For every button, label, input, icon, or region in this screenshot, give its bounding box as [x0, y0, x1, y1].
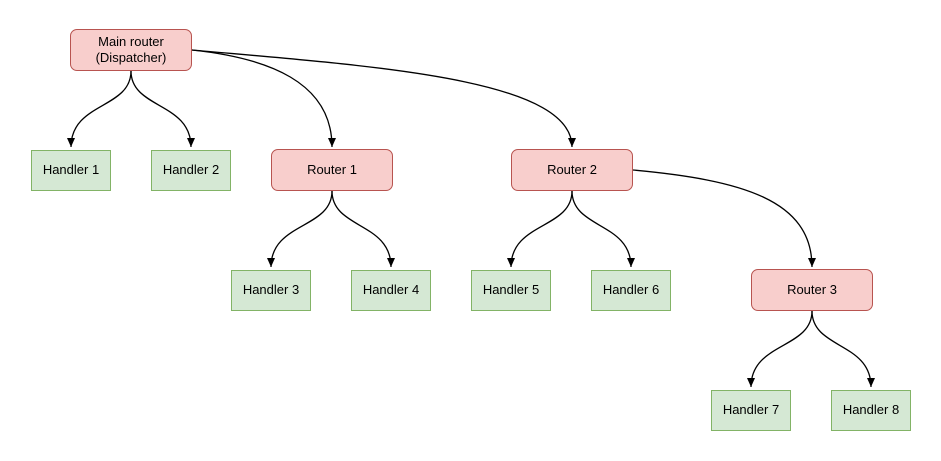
edge-router-3-to-handler-7	[747, 310, 813, 388]
edge-main-router-to-router-2	[191, 49, 576, 148]
node-main-router: Main router (Dispatcher)	[70, 29, 192, 71]
node-handler-6: Handler 6	[591, 270, 671, 311]
node-handler-4: Handler 4	[351, 270, 431, 311]
node-handler-3: Handler 3	[231, 270, 311, 311]
node-router-3: Router 3	[751, 269, 873, 311]
node-label: Main router (Dispatcher)	[95, 33, 167, 65]
node-label: Router 2	[547, 161, 597, 177]
edge-router-2-to-router-3	[632, 169, 816, 268]
edge-router-1-to-handler-4	[331, 190, 395, 268]
edge-main-router-to-handler-2	[130, 70, 195, 148]
node-label: Handler 5	[482, 282, 540, 298]
node-router-2: Router 2	[511, 149, 633, 191]
node-handler-7: Handler 7	[711, 390, 791, 431]
node-label: Handler 3	[242, 282, 300, 298]
node-handler-1: Handler 1	[31, 150, 111, 191]
node-label: Handler 8	[842, 402, 900, 418]
edge-main-router-to-router-1	[191, 49, 336, 148]
node-label: Router 1	[307, 161, 357, 177]
edge-main-router-to-handler-1	[67, 70, 132, 148]
node-label: Handler 1	[42, 162, 100, 178]
node-router-1: Router 1	[271, 149, 393, 191]
edge-router-2-to-handler-6	[571, 190, 635, 268]
edge-router-2-to-handler-5	[507, 190, 573, 268]
node-handler-2: Handler 2	[151, 150, 231, 191]
node-label: Handler 6	[602, 282, 660, 298]
edge-router-1-to-handler-3	[267, 190, 333, 268]
edge-router-3-to-handler-8	[811, 310, 875, 388]
node-handler-5: Handler 5	[471, 270, 551, 311]
node-label: Handler 4	[362, 282, 420, 298]
node-label: Router 3	[787, 281, 837, 297]
node-handler-8: Handler 8	[831, 390, 911, 431]
node-label: Handler 2	[162, 162, 220, 178]
node-label: Handler 7	[722, 402, 780, 418]
